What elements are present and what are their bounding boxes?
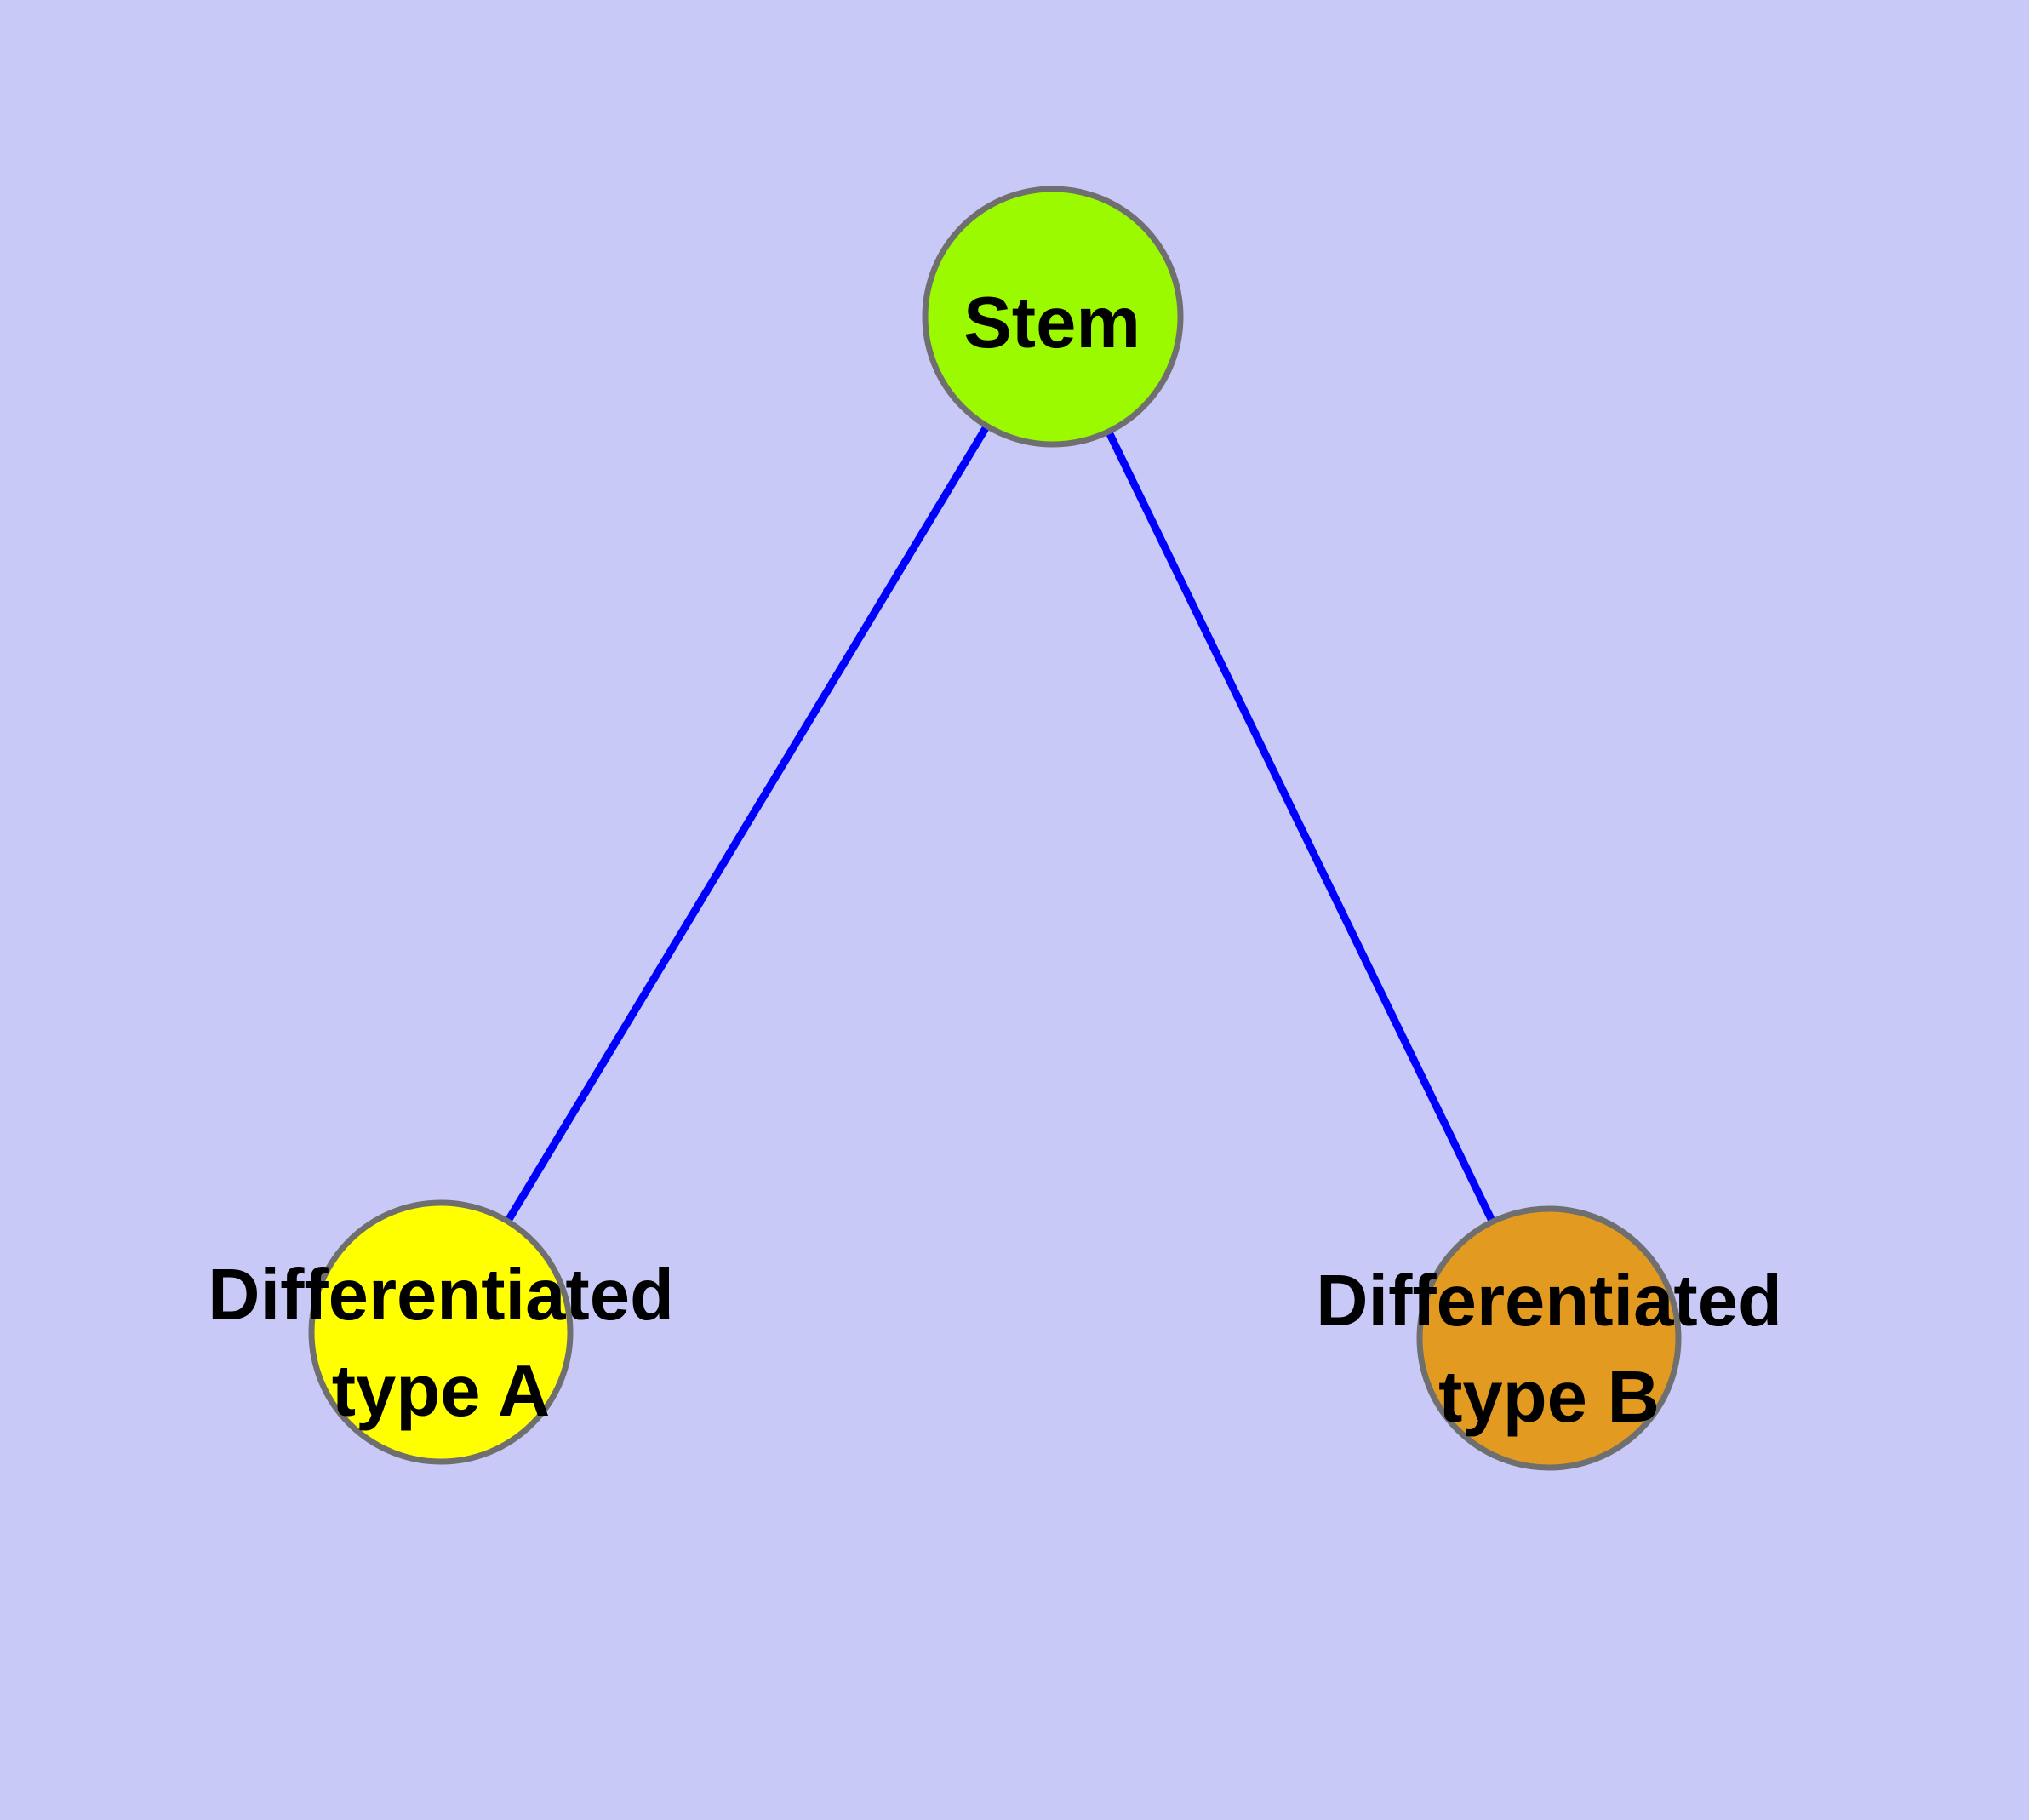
- node-differentiated-type-a: Differentiated type A: [208, 1199, 674, 1465]
- node-differentiated-type-b-label-line2: type B: [1438, 1357, 1660, 1438]
- node-stem: Stem: [922, 186, 1184, 448]
- node-differentiated-type-a-label-line1: Differentiated: [208, 1255, 674, 1336]
- node-differentiated-type-b-label-line1: Differentiated: [1316, 1261, 1782, 1342]
- edge-stem-to-type-a: [437, 314, 1056, 1335]
- node-differentiated-type-b-circle: [1416, 1205, 1682, 1471]
- node-stem-label: Stem: [963, 283, 1140, 363]
- edge-stem-to-type-b: [1049, 315, 1553, 1340]
- node-differentiated-type-a-label-line2: type A: [332, 1351, 551, 1432]
- node-differentiated-type-b: Differentiated type B: [1316, 1205, 1782, 1471]
- node-stem-circle: [922, 186, 1184, 448]
- node-differentiated-type-a-circle: [308, 1199, 574, 1465]
